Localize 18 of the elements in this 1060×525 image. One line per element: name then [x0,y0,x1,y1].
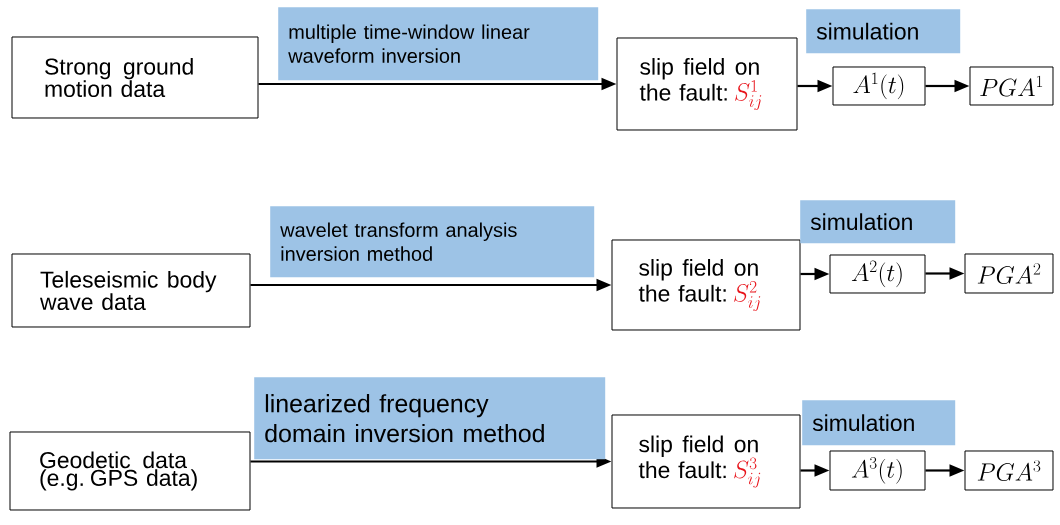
method-label: simulation [806,9,961,54]
result-box: slip field on the fault: $S_{ij}^{3}$ [611,414,801,509]
method-label: simulation [802,400,956,446]
result-box: slip field on the fault: $S_{ij}^{1}$ [616,37,798,131]
method-label: multiple time-window linear waveform inversion [278,7,599,81]
formula-box: $A^{2}(t)$ [829,254,926,294]
formula-box: $PGA^{2}$ [964,253,1054,294]
formula-box: $A^{1}(t)$ [832,66,926,106]
formula-box: $PGA^{1}$ [969,66,1054,106]
method-label: simulation [800,200,956,244]
source-box: Strong ground motion data [11,36,259,119]
method-label: wavelet transform analysis inversion method [270,206,595,278]
formula-box: $A^{3}(t)$ [829,450,926,491]
formula-box: $PGA^{3}$ [964,450,1054,491]
source-box: Teleseismic body wave data [11,253,251,328]
method-label: linearized frequency domain inversion method [254,377,606,460]
result-box: slip field on the fault: $S_{ij}^{2}$ [611,239,801,331]
source-box: Geodetic data (e.g. GPS data) [9,431,251,511]
